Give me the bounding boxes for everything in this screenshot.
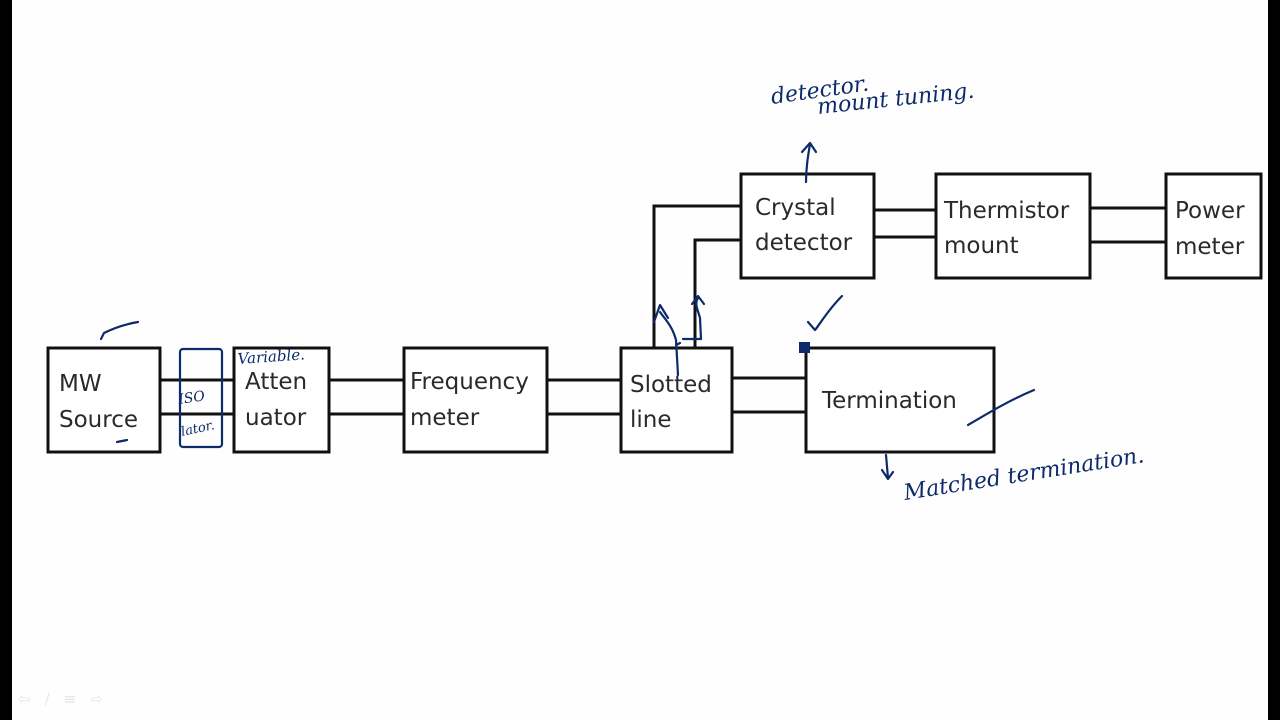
block-label: Power	[1175, 198, 1245, 224]
previous-slide-icon[interactable]: ⇦	[18, 690, 31, 708]
slide-menu-icon[interactable]: ≡	[63, 690, 77, 708]
wires	[160, 204, 1166, 416]
block-label: Slotted	[630, 372, 712, 398]
block-frequency-meter: Frequency meter	[402, 346, 549, 454]
block-crystal-detector: Crystal detector	[739, 172, 876, 280]
annotation-variable: Variable.	[237, 345, 305, 368]
block-label: Frequency	[410, 369, 529, 395]
block-label: meter	[1175, 234, 1245, 260]
block-label: Atten	[245, 369, 307, 395]
block-label: Thermistor	[943, 198, 1070, 224]
block-label: line	[630, 407, 672, 433]
isolator-box	[178, 347, 224, 449]
arrow-up-icon	[681, 294, 706, 341]
block-label: meter	[410, 405, 480, 431]
right-letterbox	[1268, 0, 1280, 720]
left-letterbox	[0, 0, 12, 720]
block-label: uator	[245, 405, 307, 431]
next-slide-icon[interactable]: ⇨	[90, 690, 103, 708]
block-label: mount	[944, 233, 1019, 259]
slide-player-controls: ⇦ ∕ ≡ ⇨	[18, 690, 103, 708]
checkmark-icon	[99, 320, 140, 341]
annotation-isolator-2: lator.	[180, 418, 216, 440]
block-termination: Termination	[804, 346, 996, 454]
checkmark-icon	[806, 294, 844, 332]
strike-mark	[966, 388, 1036, 427]
arrow-up-icon	[800, 141, 818, 184]
block-mw-source: MW Source	[46, 346, 162, 454]
pen-tool-icon[interactable]: ∕	[44, 690, 50, 708]
block-label: detector	[755, 230, 853, 256]
arrow-up-icon	[652, 303, 682, 377]
annotation-isolator-1: ISO	[176, 388, 206, 408]
block-label: Crystal	[755, 195, 836, 221]
block-thermistor-mount: Thermistor mount	[934, 172, 1092, 280]
wire-slotted-crystal-outer	[652, 204, 741, 347]
block-label: Source	[59, 407, 138, 433]
block-slotted-line: Slotted line	[619, 346, 734, 454]
block-power-meter: Power meter	[1164, 172, 1263, 280]
wire-slotted-crystal-inner	[693, 238, 741, 347]
block-label: MW	[59, 371, 102, 397]
selection-handle[interactable]	[799, 342, 810, 353]
block-attenuator: Atten uator	[232, 346, 331, 454]
block-label: Termination	[821, 388, 957, 414]
underline-mark	[115, 438, 129, 444]
arrow-down-icon	[880, 453, 895, 481]
